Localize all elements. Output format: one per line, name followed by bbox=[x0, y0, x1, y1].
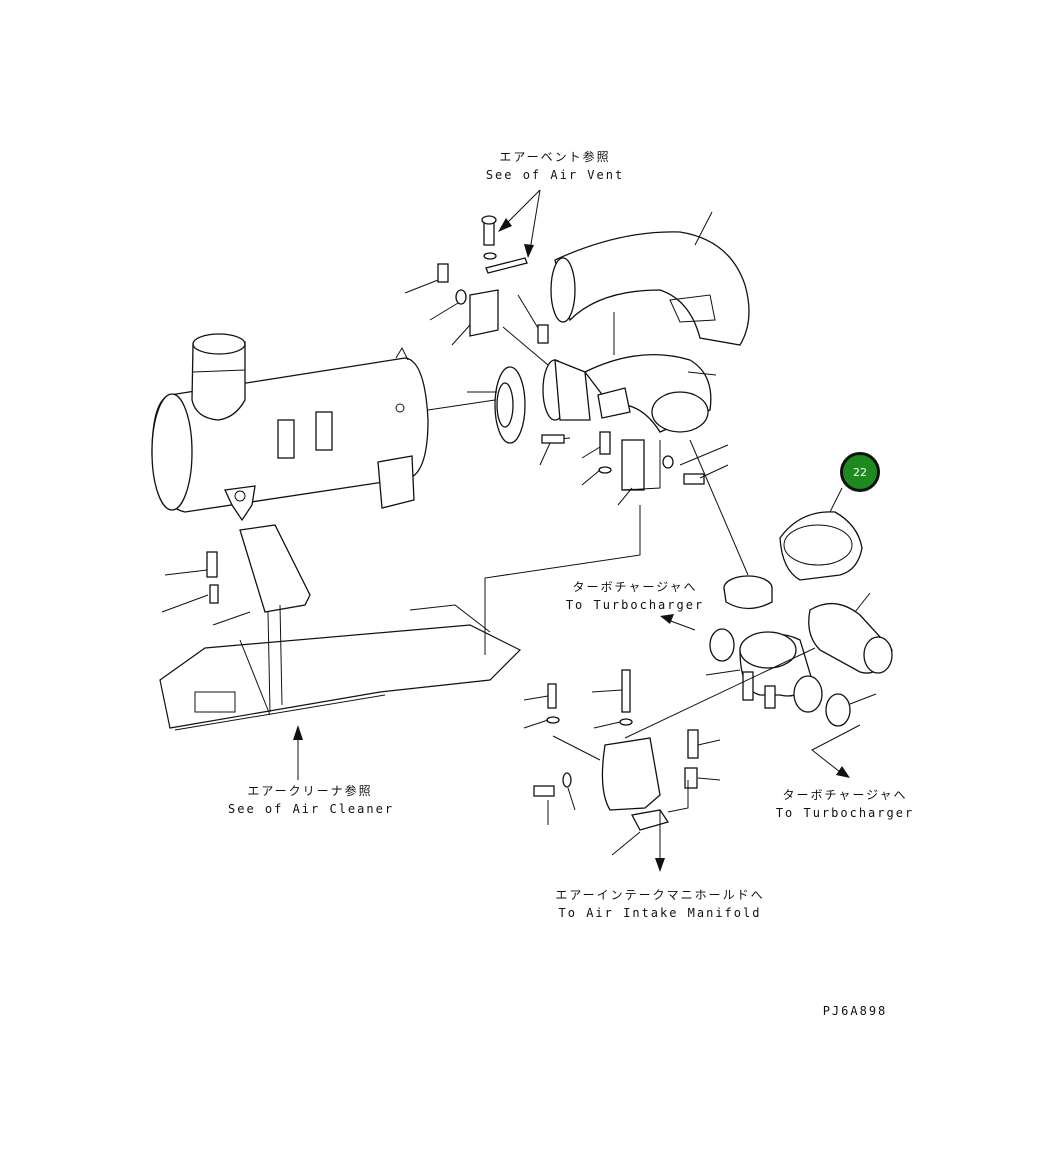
turbocharger-label-1-jp: ターボチャージャへ bbox=[572, 580, 698, 594]
skid-plate[interactable] bbox=[159, 604, 522, 731]
air-vent-label-jp: エアーベント参照 bbox=[499, 150, 611, 164]
manifold-label-en: To Air Intake Manifold bbox=[558, 906, 762, 920]
drawing-code: PJ6A898 bbox=[822, 1004, 888, 1018]
turbocharger-label-2-en: To Turbocharger bbox=[775, 806, 915, 820]
manifold-label-jp: エアーインテークマニホールドへ bbox=[555, 888, 765, 902]
y-pipe[interactable] bbox=[739, 631, 823, 713]
air-cleaner-label-jp: エアークリーナ参照 bbox=[247, 784, 373, 798]
flange-connector[interactable] bbox=[427, 359, 591, 444]
lower-bracket[interactable] bbox=[601, 737, 670, 831]
o-ring-left[interactable] bbox=[709, 628, 735, 662]
o-ring-right[interactable] bbox=[825, 693, 851, 727]
turbocharger-label-1-en: To Turbocharger bbox=[565, 598, 705, 612]
clamped-pipe[interactable] bbox=[808, 603, 893, 674]
bellows-ring-part-22[interactable] bbox=[779, 511, 863, 581]
air-vent-label-en: See of Air Vent bbox=[485, 168, 625, 182]
cleaner-mount-bracket[interactable] bbox=[239, 524, 311, 713]
air-cleaner-label-en: See of Air Cleaner bbox=[228, 802, 395, 816]
turbocharger-label-2-jp: ターボチャージャへ bbox=[782, 788, 908, 802]
upper-bent-pipe[interactable] bbox=[550, 231, 750, 346]
elbow-pipe[interactable] bbox=[584, 353, 712, 491]
rubber-hose[interactable] bbox=[723, 575, 773, 610]
callout-22[interactable]: 22 bbox=[840, 452, 880, 492]
leader-lines bbox=[161, 211, 877, 856]
air-cleaner[interactable] bbox=[151, 333, 429, 522]
reference-arrows bbox=[293, 189, 861, 872]
